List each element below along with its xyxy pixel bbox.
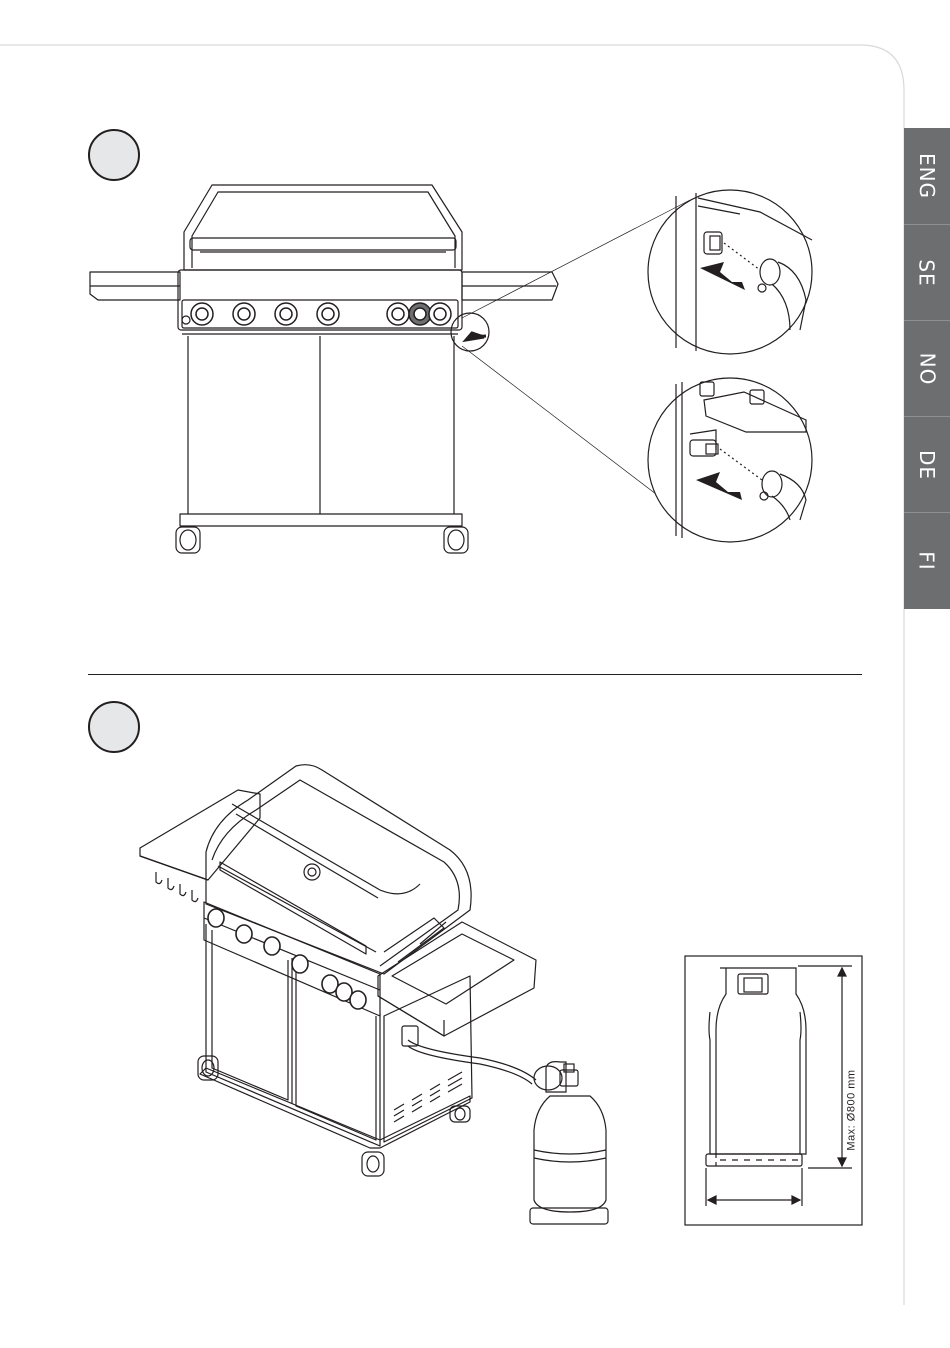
shelf-hooks	[156, 872, 198, 902]
gas-cylinder	[530, 1062, 608, 1224]
cylinder-size-label: Max: Ø800 mm	[840, 1065, 864, 1155]
cylinder-dimension-diagram	[685, 956, 862, 1225]
side-vents	[394, 1072, 462, 1122]
cylinder-size-text: Max: Ø800 mm	[846, 1069, 858, 1150]
